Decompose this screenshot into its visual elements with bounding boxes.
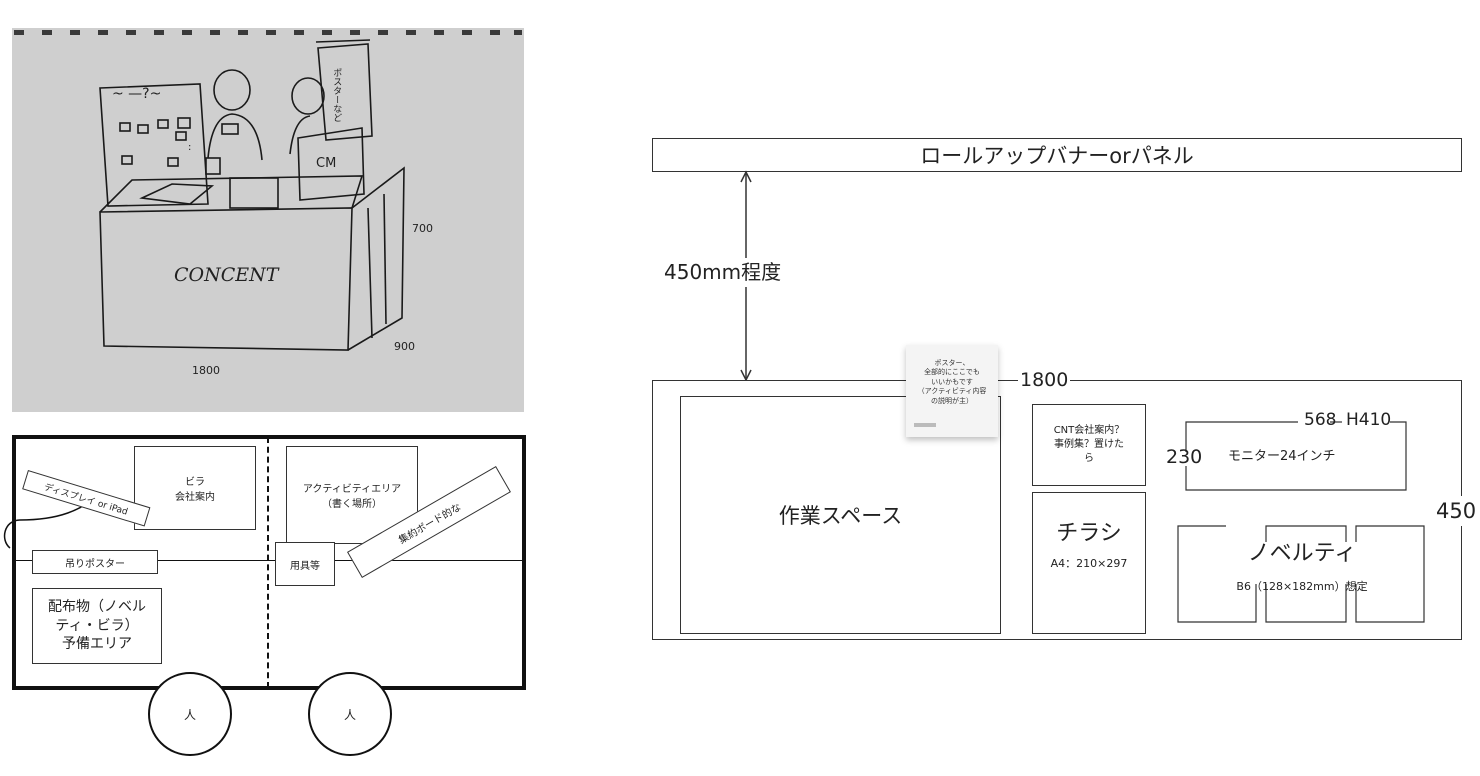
svg-text::: : [188,142,191,153]
novelty-size: B6（128×182mm）想定 [1236,580,1368,593]
sketch-board-text: ~ —?~ [112,86,162,102]
person-circle-2: 人 [308,672,392,756]
novelty-outline [1177,525,1425,623]
flyer-area: ビラ 会社案内 [134,446,256,530]
sketch-photo: : ~ —?~ CM CONCENT ポスターなど 700 900 1800 [12,28,524,412]
rollup-banner-label: ロールアップバナーorパネル [920,144,1194,168]
person-circle-1: 人 [148,672,232,756]
sketch-table-text: CONCENT [174,264,279,286]
person-1-label: 人 [183,707,196,722]
floorplan-divider [267,437,269,688]
flyer-stand: チラシ A4：210×297 [1032,492,1146,634]
flyer-size: A4：210×297 [1050,557,1128,570]
tools-area: 用具等 [275,542,335,586]
sketch-dim-1800: 1800 [192,364,220,377]
sticky-note[interactable]: ポスター、 全部的にここでも いいかもです （アクティビティ内容 の説明が主） [906,345,998,437]
novelty-title: ノベルティ [1247,541,1357,566]
person-2-label: 人 [343,707,356,722]
handout-area: 配布物（ノベル ティ・ビラ） 予備エリア [32,588,162,664]
sketch-drawing: : [14,30,522,351]
gap-label: 450mm程度 [664,258,782,287]
hanging-poster-label: 吊りポスター [65,558,125,570]
table-width-label: 1800 [1018,369,1071,393]
sketch-banner-text: ポスターなど [331,68,342,122]
monitor-label: モニター24インチ [1228,449,1336,464]
floorplan-midline [14,560,524,561]
workspace-label: 作業スペース [778,504,903,528]
sketch-dim-700: 700 [412,222,433,235]
flyer-title: チラシ [1056,521,1122,546]
tools-area-label: 用具等 [290,560,320,572]
monitor-depth-label: 230 [1166,446,1203,468]
company-brochure-area: CNT会社案内？ 事例集？置けた ら [1032,404,1146,486]
hanging-poster: 吊りポスター [32,550,158,574]
sketch-dim-900: 900 [394,340,415,353]
sticky-note-text: ポスター、 全部的にここでも いいかもです （アクティビティ内容 の説明が主） [917,359,987,405]
monitor-height-label: H410 [1346,410,1392,430]
monitor-outline [1185,421,1407,491]
table-depth-label: 450 [1436,496,1477,527]
company-brochure-label: CNT会社案内？ 事例集？置けた ら [1053,425,1125,464]
flyer-area-label: ビラ 会社案内 [175,477,215,503]
activity-area-label: アクティビティエリア （書く場所） [302,484,402,510]
monitor-width-label: 568 [1304,410,1337,430]
sticky-note-handle [914,423,936,427]
handout-area-label: 配布物（ノベル ティ・ビラ） 予備エリア [48,598,146,653]
sketch-screen-text: CM [316,156,337,171]
rollup-banner: ロールアップバナーorパネル [652,138,1462,172]
